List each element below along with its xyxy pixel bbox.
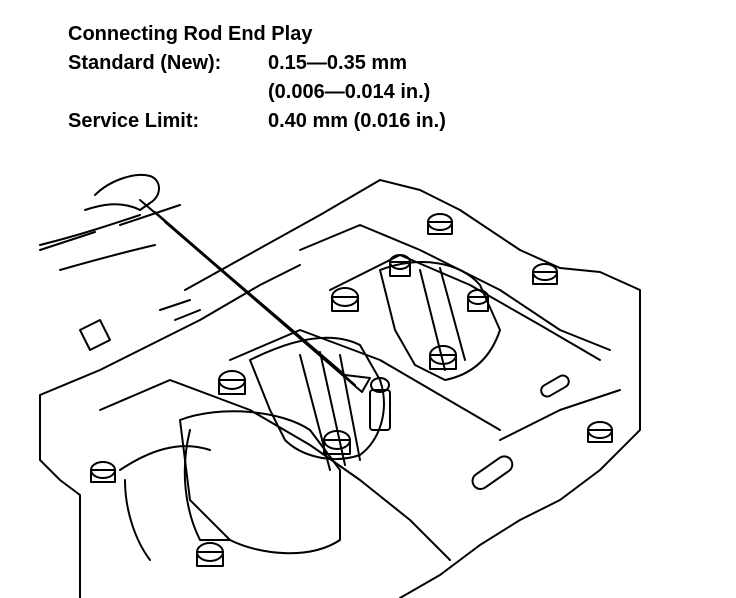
standard-row: Standard (New): 0.15—0.35 mm — [68, 49, 446, 78]
connecting-rod-rear — [379, 261, 501, 381]
spec-block: Connecting Rod End Play Standard (New): … — [68, 20, 446, 136]
crank-counterweight — [119, 410, 341, 561]
connecting-rod-center — [249, 336, 391, 471]
block-passages — [79, 299, 570, 491]
feeler-gauge — [39, 199, 371, 393]
spec-title: Connecting Rod End Play — [68, 23, 313, 45]
engine-illustration — [39, 174, 641, 598]
standard-value: 0.15—0.35 mm — [268, 52, 407, 74]
service-row: Service Limit: 0.40 mm (0.016 in.) — [68, 107, 446, 136]
standard-label: Standard (New): — [68, 52, 222, 74]
service-value: 0.40 mm (0.016 in.) — [268, 110, 446, 132]
service-label: Service Limit: — [68, 110, 200, 132]
finger-icon — [84, 174, 160, 211]
standard-value-inch: (0.006—0.014 in.) — [268, 81, 431, 103]
standard-inch-row: (0.006—0.014 in.) — [68, 78, 446, 107]
bolt-heads — [90, 213, 613, 567]
engine-block-outline — [39, 179, 641, 598]
